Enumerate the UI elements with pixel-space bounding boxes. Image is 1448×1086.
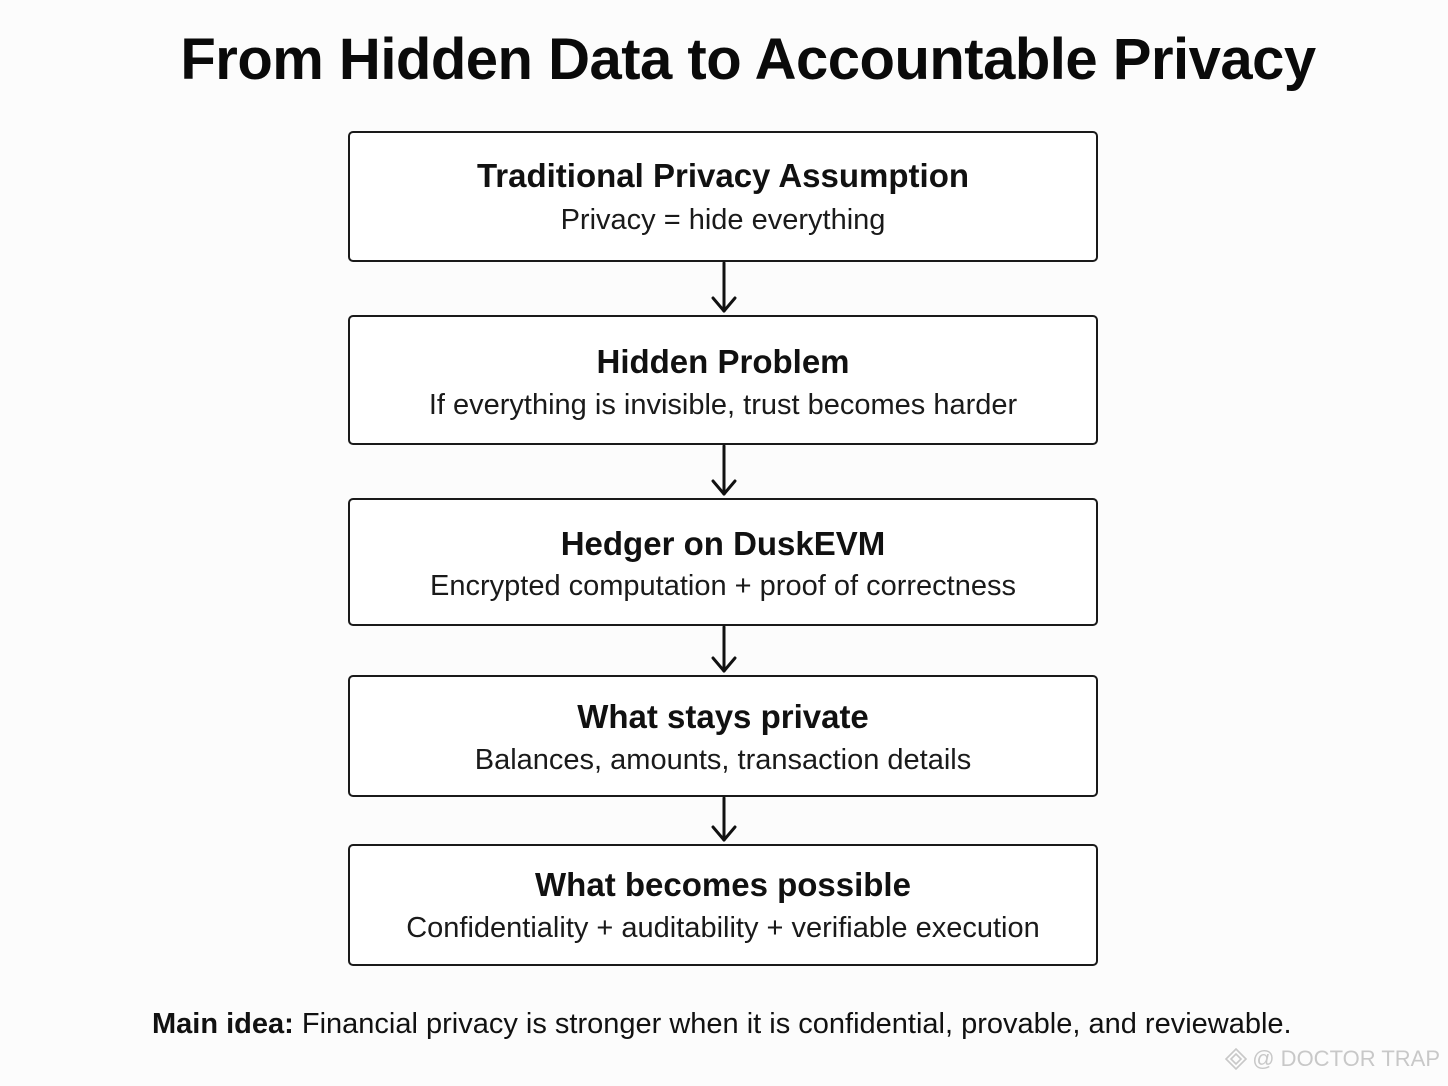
main-idea-text: Financial privacy is stronger when it is… [293, 1008, 1292, 1040]
step-heading: Hedger on DuskEVM [560, 525, 886, 562]
step-heading: What becomes possible [535, 866, 911, 903]
step-box-what-becomes-possible: What becomes possible Confidentiality + … [348, 844, 1098, 966]
step-description: Privacy = hide everything [560, 204, 886, 236]
step-description: Confidentiality + auditability + verifia… [406, 912, 1040, 944]
diagram-title: From Hidden Data to Accountable Privacy [180, 27, 1316, 92]
main-idea-caption: Main idea: Financial privacy is stronger… [152, 1008, 1292, 1041]
watermark: @ DOCTOR TRAP [1224, 1046, 1440, 1072]
arrow-down-icon [711, 261, 737, 313]
diamond-logo-icon [1225, 1047, 1248, 1071]
step-description: Encrypted computation + proof of correct… [430, 570, 1016, 602]
arrow-down-icon [711, 444, 737, 496]
main-idea-label: Main idea: [152, 1008, 294, 1040]
step-heading: What stays private [577, 698, 869, 735]
watermark-text: @ DOCTOR TRAP [1252, 1046, 1440, 1071]
step-box-hedger-on-duskevm: Hedger on DuskEVM Encrypted computation … [348, 498, 1098, 626]
step-heading: Hidden Problem [596, 343, 850, 380]
step-box-what-stays-private: What stays private Balances, amounts, tr… [348, 675, 1098, 797]
step-description: If everything is invisible, trust become… [428, 389, 1018, 421]
arrow-down-icon [711, 625, 737, 673]
step-description: Balances, amounts, transaction details [474, 744, 972, 776]
step-box-hidden-problem: Hidden Problem If everything is invisibl… [348, 315, 1098, 445]
step-box-traditional-privacy-assumption: Traditional Privacy Assumption Privacy =… [348, 131, 1098, 262]
step-heading: Traditional Privacy Assumption [476, 157, 970, 194]
arrow-down-icon [711, 796, 737, 842]
